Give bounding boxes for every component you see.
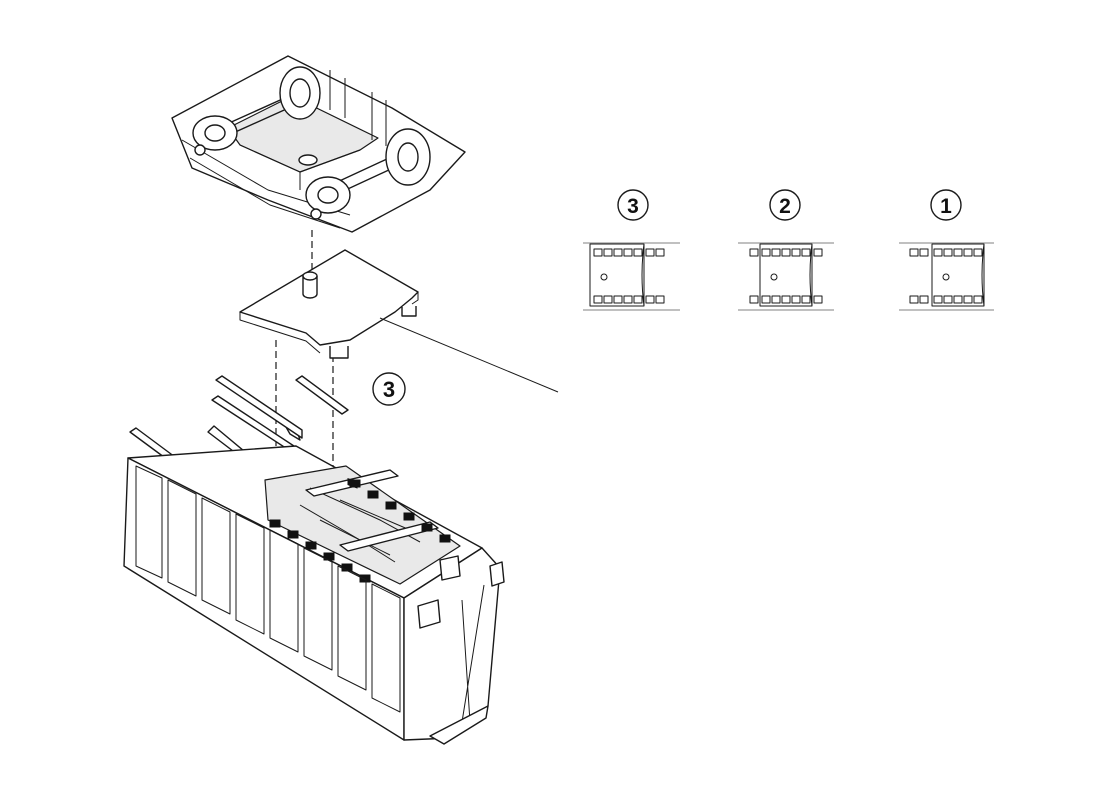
callout-step-main-number: 3 [383,377,395,402]
wagon-body [124,446,504,744]
step-icon-3: 3 [583,190,680,310]
bogie-truck [172,56,465,232]
step-icon-2-number: 2 [779,195,791,218]
callout-step-main: 3 [373,373,405,405]
step-icon-1: 1 [899,190,994,310]
step-icon-2: 2 [738,190,834,310]
step-icon-1-number: 1 [940,195,952,218]
center-plate [240,250,558,392]
step-icon-3-number: 3 [627,195,639,218]
